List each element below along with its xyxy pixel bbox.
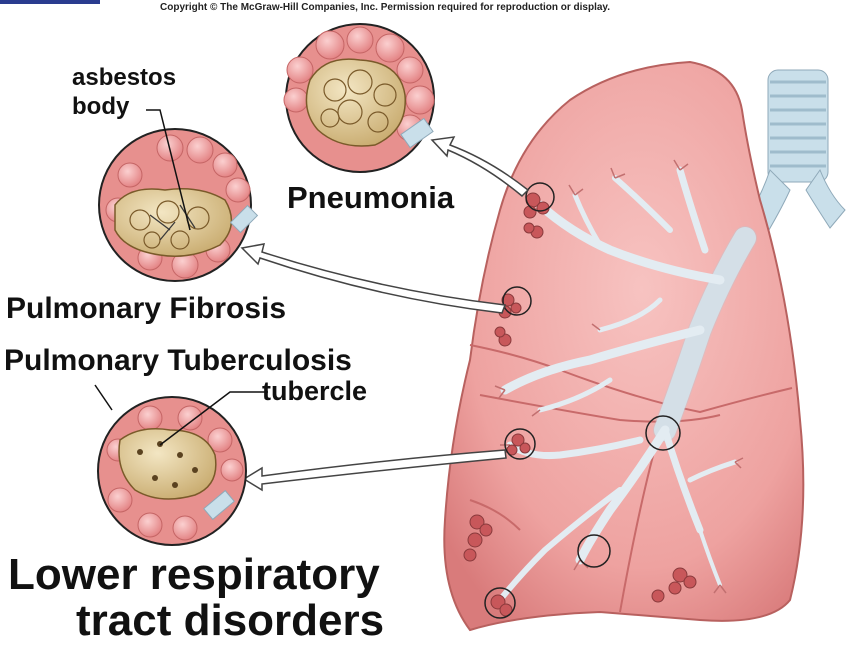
leader-lines (94, 109, 268, 446)
label-body: body (72, 93, 130, 120)
slide-title-line1: Lower respiratory (8, 550, 380, 599)
label-pulmonary-fibrosis: Pulmonary Fibrosis (6, 292, 287, 325)
trachea (739, 69, 846, 246)
slide-title-line2: tract disorders (76, 596, 385, 645)
label-pulmonary-tuberculosis: Pulmonary Tuberculosis (4, 344, 352, 377)
fibrosis-inset (98, 128, 259, 282)
label-asbestos: asbestos (72, 64, 177, 91)
tuberculosis-inset (97, 396, 247, 546)
corner-accent (0, 0, 100, 4)
marker-circles (484, 182, 681, 619)
pointer-arrows (240, 136, 530, 492)
label-pneumonia: Pneumonia (287, 180, 455, 215)
copyright-notice: Copyright © The McGraw-Hill Companies, I… (160, 2, 611, 13)
pneumonia-inset (283, 23, 435, 173)
label-tubercle: tubercle (262, 376, 368, 406)
